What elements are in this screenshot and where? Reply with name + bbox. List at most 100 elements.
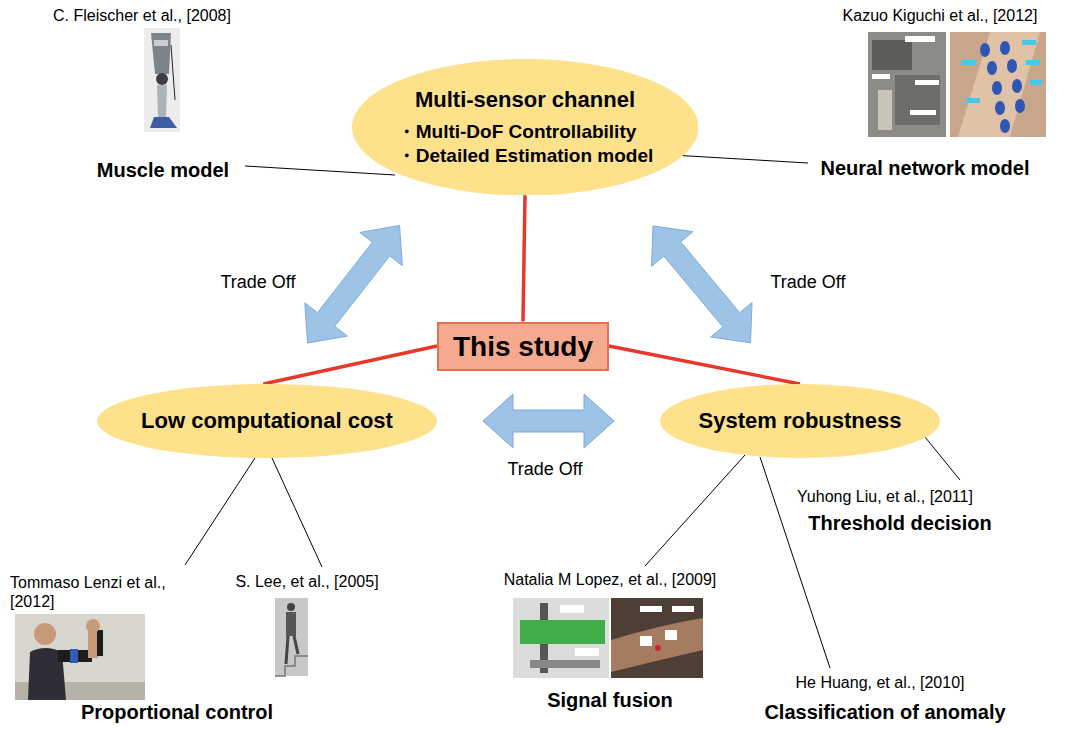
ellipse-fill [97, 384, 437, 458]
lab-photo [895, 75, 940, 125]
stair-photo [275, 656, 308, 676]
bullet-item: ・Multi-DoF Controllability [397, 120, 637, 144]
leader-line [672, 155, 808, 163]
citation: Yuhong Liu, et al., [2011] [797, 487, 973, 506]
exoskeleton-photo [15, 614, 145, 700]
exoskeleton-photo [86, 619, 100, 633]
electrode-photo [640, 606, 662, 612]
node-content: System robustness [699, 407, 902, 435]
stair-photo [286, 612, 296, 636]
node-heading: Multi-sensor channel [415, 86, 635, 114]
electrode-arm-photo [1000, 119, 1010, 133]
lab-photo [905, 36, 935, 42]
approach-ellipse: Low computational cost [97, 384, 437, 458]
prosthesis-photo [144, 28, 180, 132]
method-name: Muscle model [97, 158, 229, 182]
exoskeleton-photo [97, 630, 103, 656]
lab-photo [872, 74, 890, 79]
lab-photo [868, 32, 946, 137]
electrode-arm-photo [1007, 59, 1017, 73]
citation: Tommaso Lenzi et al., [2012] [10, 573, 175, 611]
relation-line [523, 195, 525, 321]
citation: C. Fleischer et al., [2008] [53, 6, 231, 25]
electrode-arm-photo [980, 43, 990, 57]
prosthesis-photo [156, 73, 168, 85]
electrode-photo [611, 618, 703, 672]
electrode-photo [640, 636, 652, 646]
electrode-arm-photo [1015, 99, 1025, 113]
prosthesis-photo [150, 117, 177, 128]
node-heading: System robustness [699, 407, 902, 435]
lab-photo [910, 110, 936, 115]
electrode-photo [611, 598, 703, 678]
node-content: Low computational cost [141, 407, 393, 435]
signal-device-photo [560, 605, 584, 613]
node-content: This study [453, 329, 593, 364]
method-name: Neural network model [821, 156, 1030, 180]
stair-photo [287, 603, 295, 611]
electrode-arm-photo [987, 61, 997, 75]
approach-ellipse: System robustness [660, 384, 940, 458]
edge-label: Trade Off [507, 459, 582, 481]
leader-line [185, 458, 255, 565]
electrode-arm-photo [958, 32, 1040, 137]
method-name: Classification of anomaly [764, 700, 1005, 724]
leader-line [272, 458, 322, 567]
citation: He Huang, et al., [2010] [796, 673, 965, 692]
stair-photo [275, 598, 308, 676]
prosthesis-photo [157, 85, 167, 117]
leader-line [245, 166, 395, 175]
signal-device-photo [513, 598, 609, 678]
node-content: Multi-sensor channel ・Multi-DoF Controlla… [397, 86, 654, 167]
electrode-arm-photo [1030, 80, 1042, 85]
electrode-photo [611, 598, 703, 678]
electrode-photo [665, 630, 677, 640]
electrode-arm-photo [1000, 41, 1010, 55]
edge-label: Trade Off [220, 272, 295, 294]
electrode-arm-photo [962, 60, 976, 65]
electrode-arm-photo [1012, 79, 1022, 93]
stair-photo [286, 636, 288, 664]
electrode-arm-photo [995, 101, 1005, 115]
citation: Natalia M Lopez, et al., [2009] [504, 570, 717, 589]
signal-device-photo [575, 648, 599, 656]
exoskeleton-photo [15, 614, 145, 700]
lab-photo [878, 90, 892, 130]
ellipse-fill [660, 384, 940, 458]
electrode-arm-photo [1022, 40, 1036, 45]
citation: Kazuo Kiguchi et al., [2012] [843, 6, 1038, 25]
edge-label: Trade Off [770, 272, 845, 294]
node-heading: This study [453, 329, 593, 364]
prosthesis-photo [154, 40, 168, 46]
prosthesis-photo [171, 45, 175, 100]
exoskeleton-photo [34, 623, 56, 645]
stair-photo [294, 636, 298, 654]
method-name: Proportional control [81, 700, 273, 724]
study-box: This study [437, 322, 609, 371]
prosthesis-photo [151, 33, 171, 74]
citation: S. Lee, et al., [2005] [235, 572, 378, 591]
electrode-arm-photo [966, 98, 980, 103]
relation-line [263, 346, 437, 384]
exoskeleton-photo [58, 650, 92, 662]
bullet-item: ・Detailed Estimation model [397, 144, 654, 168]
exoskeleton-photo [70, 649, 78, 663]
approach-ellipse: Multi-sensor channel ・Multi-DoF Controlla… [352, 59, 699, 196]
bullet-list: ・Multi-DoF Controllability・Detailed Esti… [397, 120, 654, 168]
prosthesis-photo [144, 28, 180, 132]
method-name: Threshold decision [808, 511, 991, 535]
tradeoff-arrow [483, 394, 614, 448]
electrode-arm-photo [1026, 60, 1040, 65]
lab-photo [872, 40, 912, 70]
node-heading: Low computational cost [141, 407, 393, 435]
tradeoff-arrow [305, 225, 403, 343]
tradeoff-arrow [652, 226, 753, 343]
signal-device-photo [520, 620, 605, 644]
ellipse-fill [352, 59, 699, 196]
electrode-arm-photo [992, 81, 1002, 95]
signal-device-photo [530, 660, 600, 668]
electrode-photo [672, 606, 694, 612]
leader-line [925, 437, 960, 480]
signal-device-photo [513, 598, 609, 678]
